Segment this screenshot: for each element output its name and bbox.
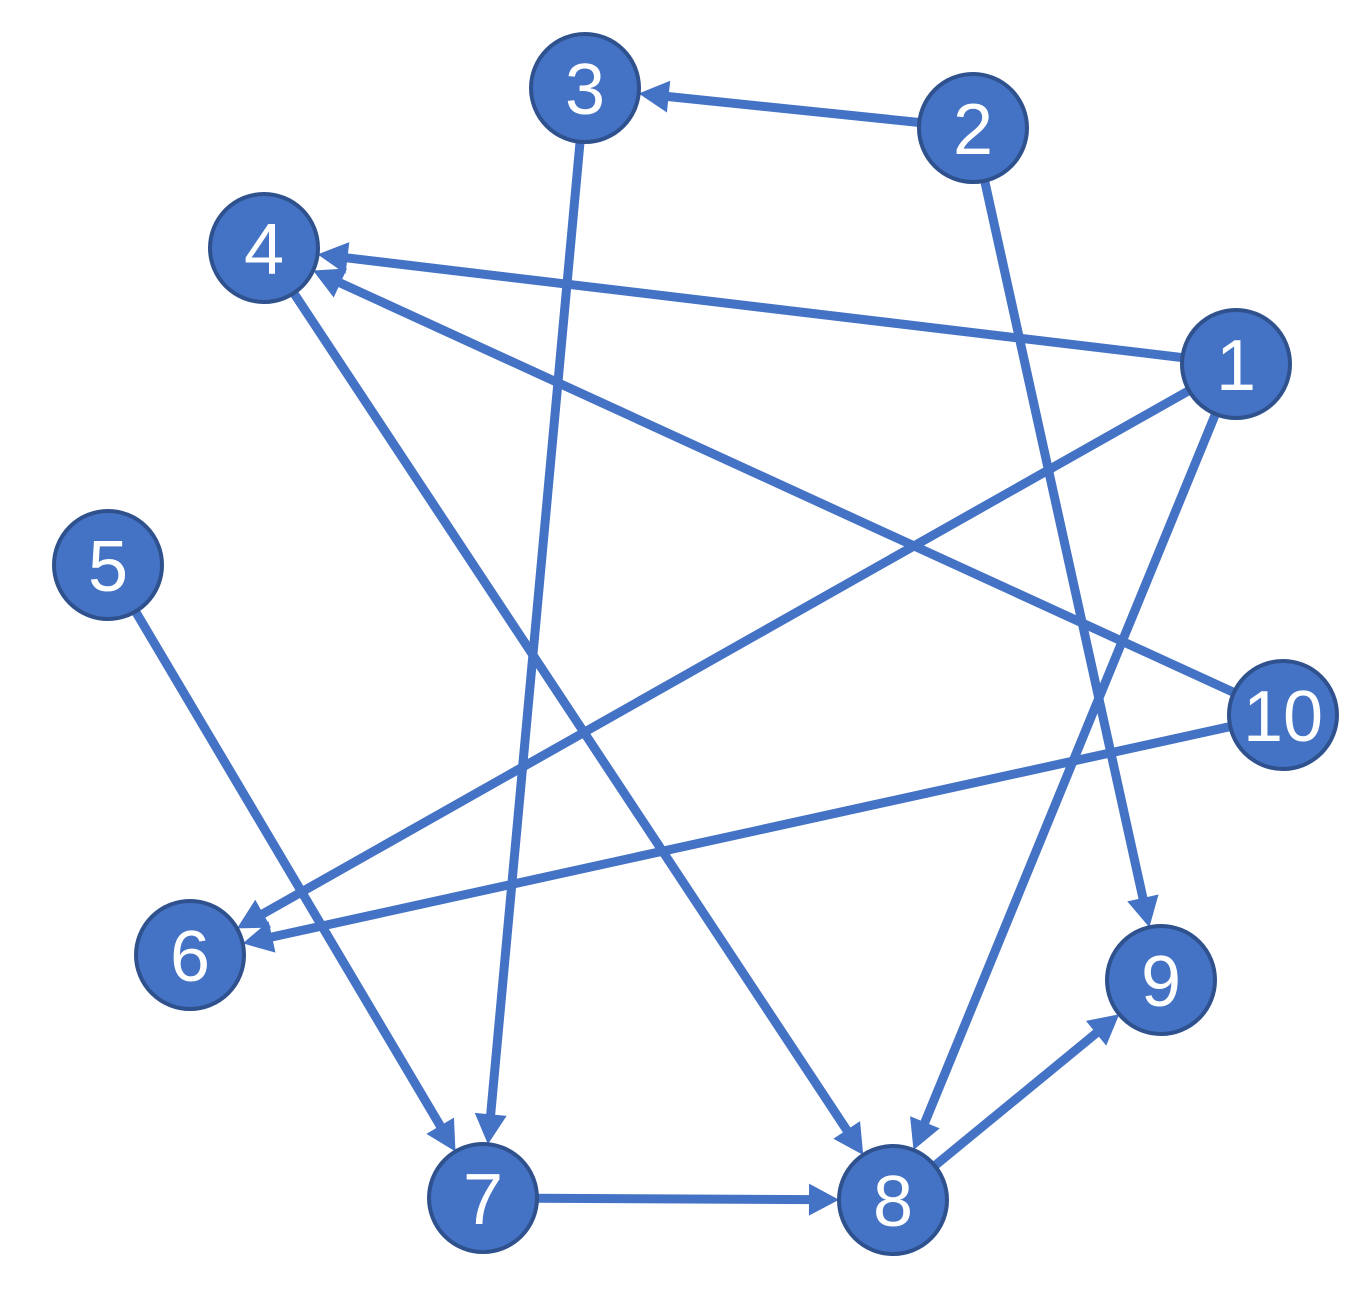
arrowhead-icon <box>808 1183 840 1216</box>
edge-line <box>536 1193 812 1205</box>
arrowhead-icon <box>638 80 671 113</box>
node-7: 7 <box>427 1142 539 1254</box>
node-label: 4 <box>244 210 284 290</box>
node-circle <box>1227 659 1339 771</box>
arrowhead-icon <box>1127 894 1159 928</box>
node-label: 3 <box>565 50 605 130</box>
edge-1-to-8 <box>910 412 1220 1151</box>
node-label: 2 <box>953 90 993 170</box>
edge-10-to-6 <box>242 722 1232 953</box>
node-circle <box>1105 924 1217 1036</box>
arrowhead-icon <box>426 1117 456 1152</box>
arrowhead-icon <box>474 1112 507 1145</box>
node-circle <box>837 1144 949 1256</box>
edge-5-to-7 <box>131 609 456 1152</box>
node-circle <box>208 192 320 304</box>
arrowhead-icon <box>237 899 272 929</box>
node-circle <box>52 509 164 621</box>
node-1: 1 <box>1180 308 1292 420</box>
node-circle <box>134 899 246 1011</box>
edge-line <box>919 412 1220 1126</box>
node-label: 6 <box>170 917 210 997</box>
node-label: 5 <box>88 527 128 607</box>
edge-8-to-9 <box>931 1014 1120 1170</box>
node-10: 10 <box>1227 659 1339 771</box>
edge-7-to-8 <box>536 1183 840 1216</box>
arrowhead-icon <box>317 242 350 274</box>
edge-line <box>336 278 1236 697</box>
node-circle <box>427 1142 539 1254</box>
arrowhead-icon <box>242 921 276 953</box>
arrowhead-icon <box>910 1116 940 1151</box>
edge-2-to-3 <box>638 80 920 127</box>
node-4: 4 <box>208 192 320 304</box>
edge-line <box>666 91 920 127</box>
edge-4-to-8 <box>290 290 864 1155</box>
edge-line <box>269 722 1232 942</box>
node-8: 8 <box>837 1144 949 1256</box>
edge-line <box>486 141 585 1117</box>
edge-line <box>290 290 852 1135</box>
edge-2-to-9 <box>980 179 1159 928</box>
node-9: 9 <box>1105 924 1217 1036</box>
node-circle <box>529 32 641 144</box>
node-label: 7 <box>463 1160 503 1240</box>
node-circle <box>1180 308 1292 420</box>
arrowhead-icon <box>313 268 348 298</box>
arrowhead-icon <box>833 1121 864 1155</box>
node-label: 1 <box>1216 326 1256 406</box>
node-circle <box>917 72 1029 184</box>
edge-line <box>131 609 446 1130</box>
node-label: 8 <box>873 1162 913 1242</box>
edge-line <box>980 179 1148 901</box>
node-3: 3 <box>529 32 641 144</box>
edge-3-to-7 <box>474 141 585 1145</box>
nodes-layer: 1 2 3 4 5 6 7 8 9 10 <box>52 32 1339 1256</box>
edge-line <box>344 253 1183 363</box>
edge-1-to-4 <box>317 242 1183 363</box>
node-label: 9 <box>1141 942 1181 1022</box>
edge-line <box>259 386 1192 919</box>
edges-layer <box>131 80 1236 1216</box>
arrowhead-icon <box>1085 1014 1120 1046</box>
node-5: 5 <box>52 509 164 621</box>
edge-10-to-4 <box>313 268 1236 697</box>
node-2: 2 <box>917 72 1029 184</box>
edge-line <box>931 1028 1101 1170</box>
node-6: 6 <box>134 899 246 1011</box>
edge-1-to-6 <box>237 386 1192 929</box>
node-label: 10 <box>1243 677 1323 757</box>
